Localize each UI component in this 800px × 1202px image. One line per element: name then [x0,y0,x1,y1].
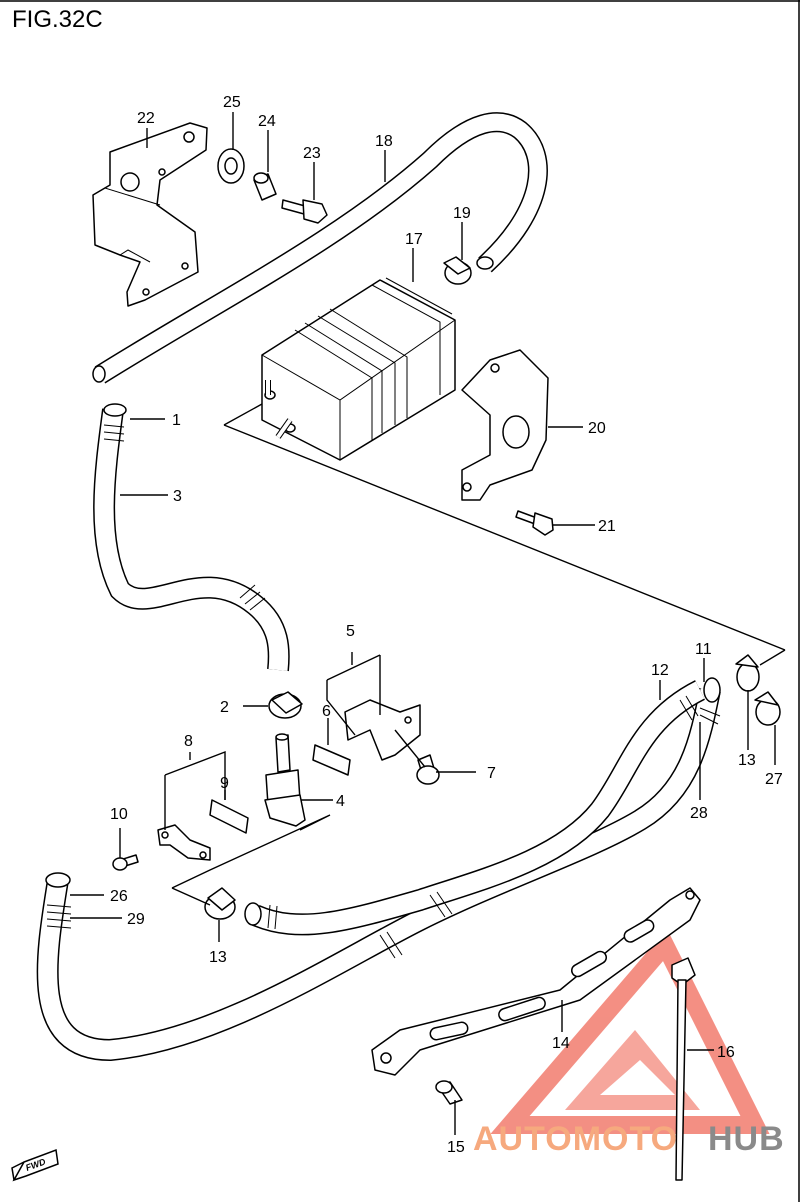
hose-part-12 [244,680,706,936]
callout-6: 6 [322,703,331,720]
callout-22: 22 [137,110,155,127]
fwd-arrow-icon: FWD [11,1148,59,1182]
watermark-text-secondary: HUB [708,1120,785,1158]
bracket-part-20 [461,349,549,501]
callout-14: 14 [552,1035,570,1052]
grommet-part-25 [217,148,245,184]
canister-part-17 [261,277,456,461]
hose-part-18 [92,112,548,384]
fitting-part-4 [264,733,306,827]
cable-tie-part-16 [671,957,696,1181]
bracket-part-5 [344,699,421,761]
callout-11: 11 [695,641,712,658]
bolt-part-23 [281,199,328,224]
clamp-part-13-right [735,654,760,692]
callout-27: 27 [765,771,783,788]
callout-3: 3 [173,488,182,505]
callout-7: 7 [487,765,496,782]
callout-9: 9 [220,775,229,792]
callout-5: 5 [346,623,355,640]
callout-16: 16 [717,1044,735,1061]
callout-29: 29 [127,911,145,928]
callout-labels: 1 3 2 4 5 6 7 8 9 10 11 12 13 13 14 15 1… [110,94,783,1156]
leader-lines [70,112,786,1135]
bolt-part-21 [515,510,554,536]
watermark-text: AUTOMOTO HUB [473,1120,785,1158]
callout-1: 1 [172,412,181,429]
hose-part-29 [36,677,721,1062]
hose-part-3 [93,403,290,672]
clamp-part-13-left [204,887,236,920]
watermark-text-primary: AUTOMOTO [473,1120,678,1158]
pad-part-6 [312,744,351,776]
clip-part-8 [157,824,211,861]
pad-part-9 [209,799,249,834]
callout-20: 20 [588,420,606,437]
watermark-logo-icon [490,928,770,1134]
callout-8: 8 [184,733,193,750]
figure-title: FIG.32C [12,6,103,33]
clamp-part-19 [443,256,472,285]
callout-4: 4 [336,793,345,810]
callout-13-right: 13 [738,752,756,769]
callout-15: 15 [447,1139,465,1156]
callout-25: 25 [223,94,241,111]
clamp-part-27 [754,691,781,726]
callout-10: 10 [110,806,128,823]
screw-part-10 [112,854,139,871]
collar-part-24 [253,172,277,201]
callout-13-left: 13 [209,949,227,966]
callout-17: 17 [405,231,423,248]
callout-28: 28 [690,805,708,822]
callout-23: 23 [303,145,321,162]
bracket-part-22 [92,122,208,307]
callout-19: 19 [453,205,471,222]
callout-24: 24 [258,113,276,130]
screw-part-15 [435,1080,463,1105]
clamp-part-2 [268,691,303,719]
callout-18: 18 [375,133,393,150]
callout-2: 2 [220,699,229,716]
callout-21: 21 [598,518,616,535]
callout-12: 12 [651,662,669,679]
screw-part-7 [416,754,440,785]
callout-26: 26 [110,888,128,905]
bracket-part-14 [371,887,701,1076]
